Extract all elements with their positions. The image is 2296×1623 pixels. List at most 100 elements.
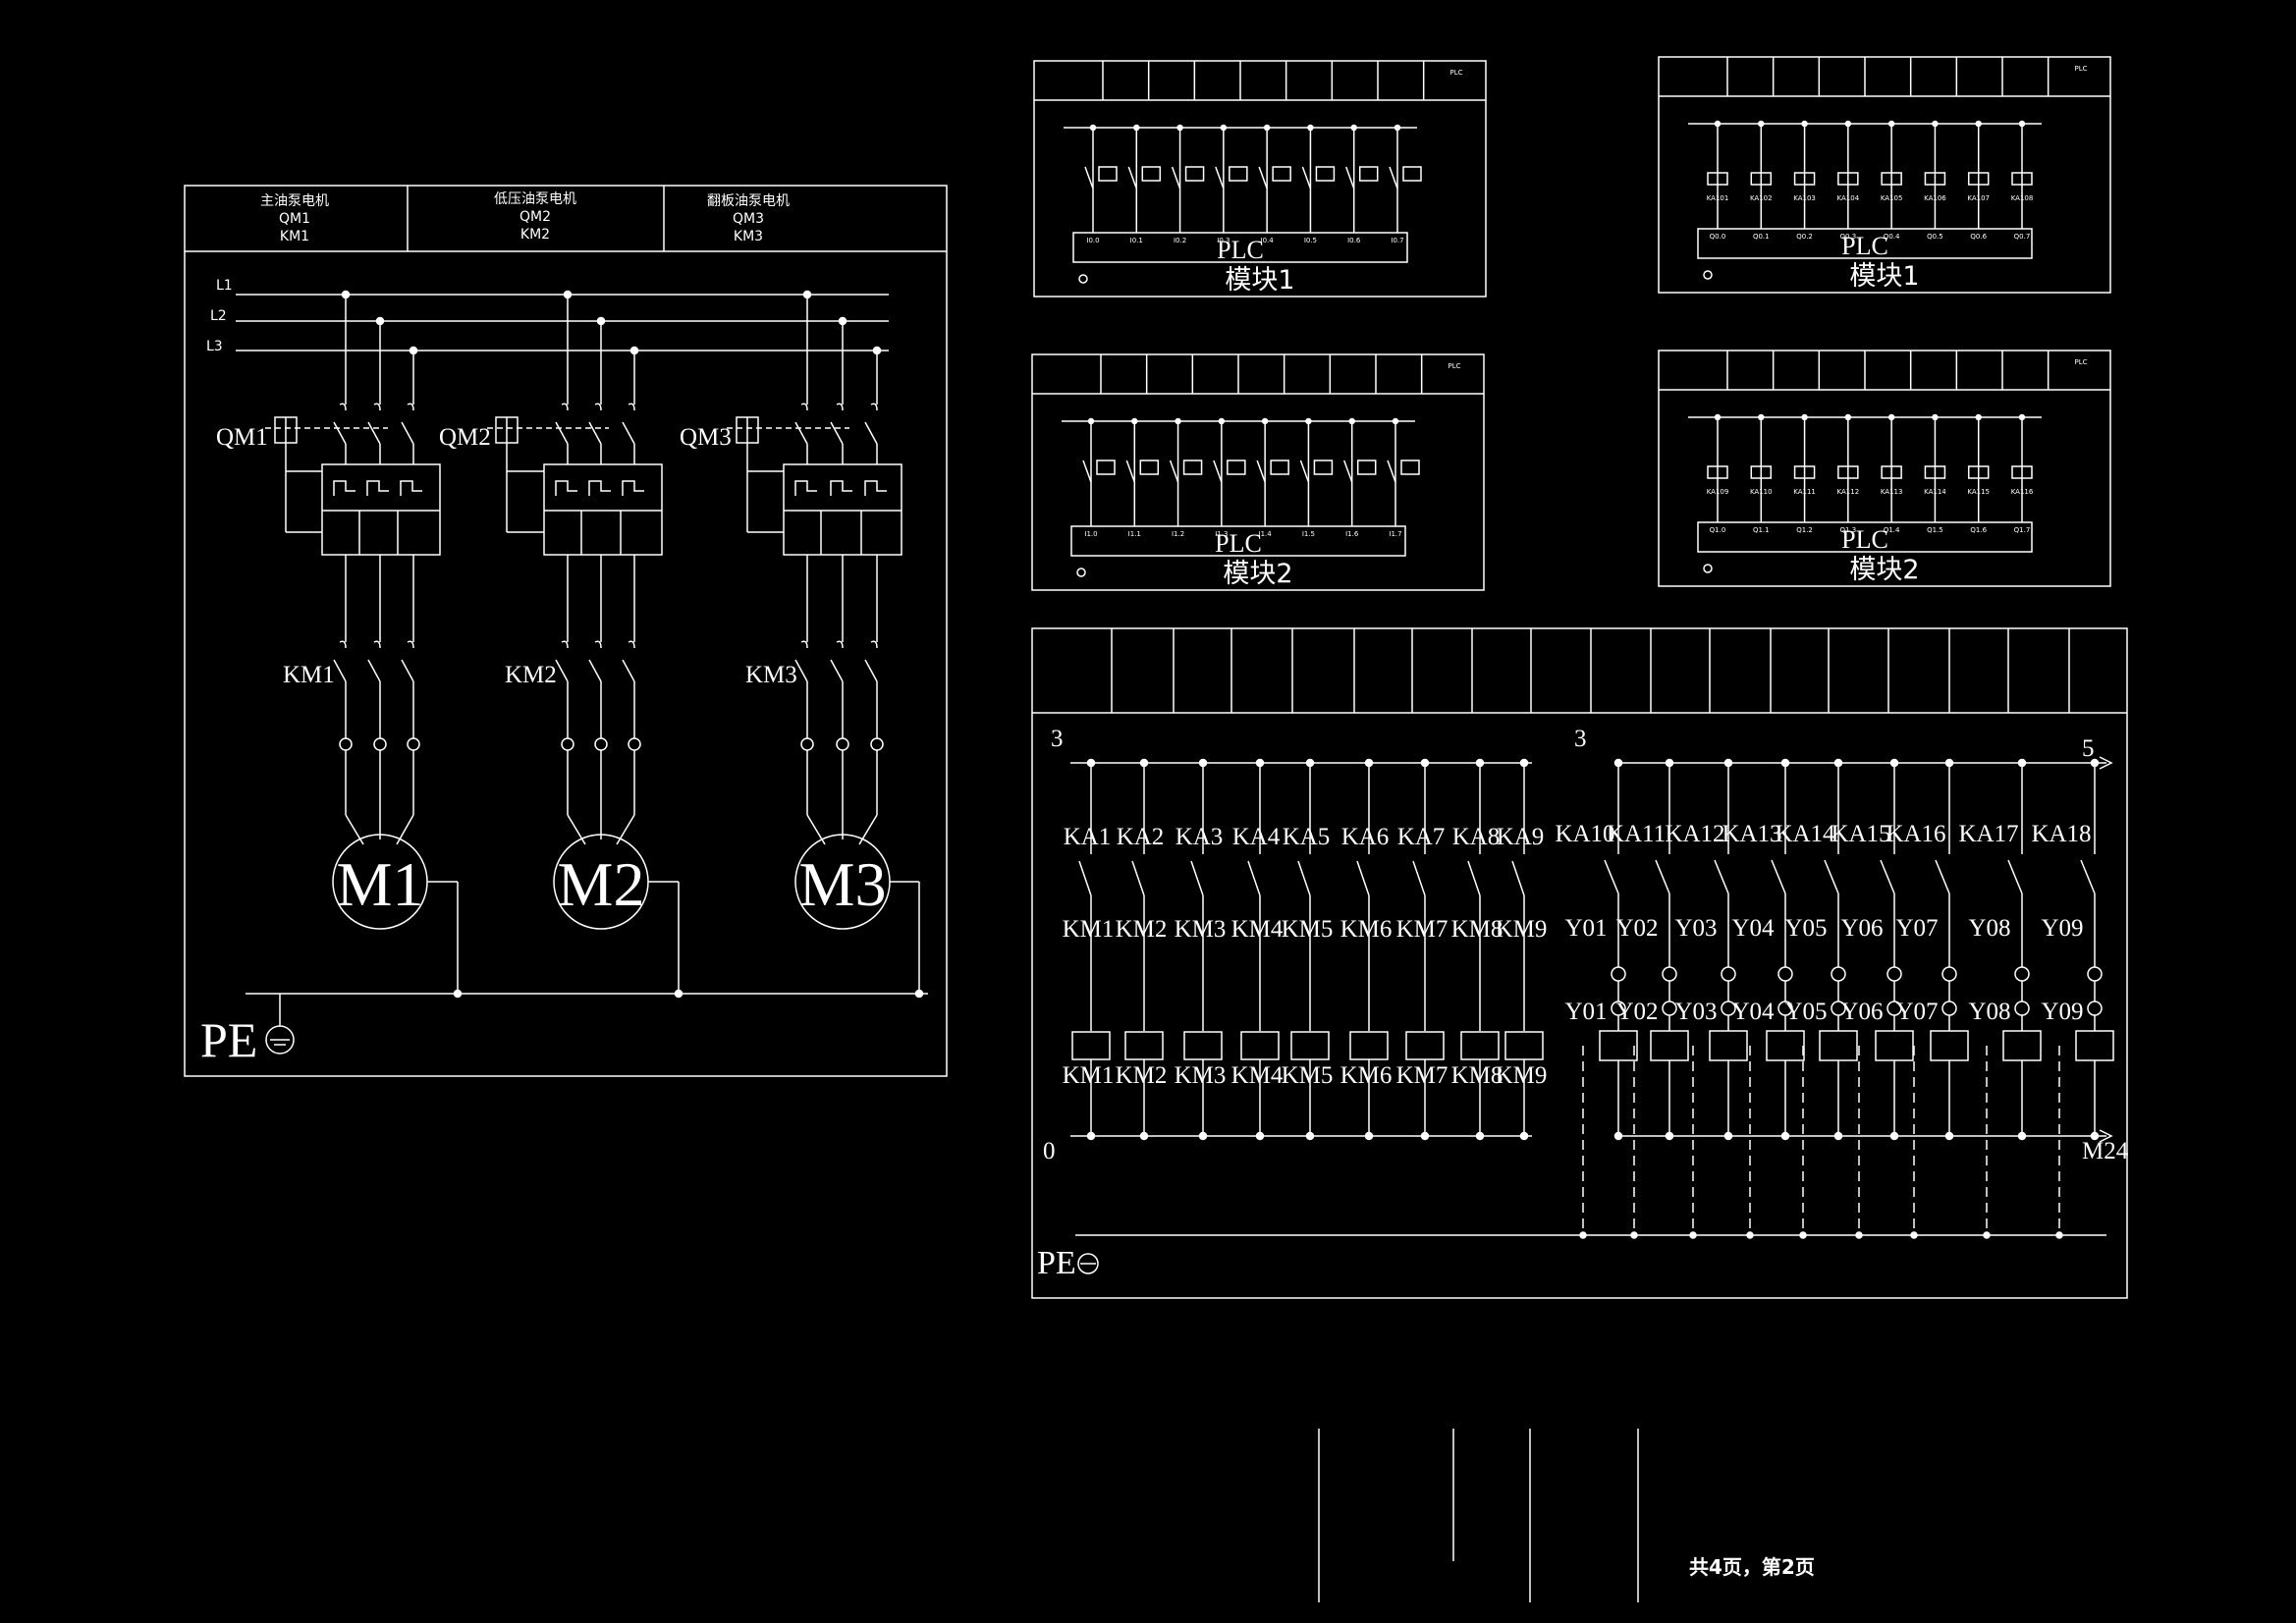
input-contact [1299,460,1310,483]
valve-label-lower-y03: Y03 [1674,999,1717,1025]
input-contact [1169,460,1179,483]
relay-label: KA102 [1750,194,1773,202]
km-coil [1504,1031,1544,1060]
input-contact [1389,166,1398,189]
relay-coil [1707,465,1728,479]
valve-coil [1650,1030,1689,1061]
ka-contact [1824,859,1839,894]
control-panel-frame [1031,627,2128,1299]
sensor-box [1313,460,1334,475]
valve-label-lower-y04: Y04 [1731,999,1775,1025]
neutral-label-m24: M24 [2082,1138,2129,1164]
km-coil [1405,1031,1445,1060]
ka-contact [2007,859,2023,894]
ground-icon [1076,568,1086,577]
coil-label-km2: KM2 [1116,1062,1168,1089]
control-left-rungs: KA1KM1KM1KA2KM2KM2KA3KM3KM3KA4KM4KM4KA5K… [1063,758,1547,1141]
relay-label: KA105 [1881,194,1903,202]
relay-coil [2011,465,2033,479]
relay-label: KA114 [1924,488,1946,496]
indicator-lamp [1777,966,1793,982]
module-frame [1658,56,2111,294]
relay-label: KA103 [1793,194,1816,202]
sensor-box [1139,460,1160,475]
relay-label: KA104 [1837,194,1860,202]
relay-label-ka9: KA9 [1497,824,1545,850]
relay-label: KA108 [2011,194,2034,202]
page-info: 共4页，第2页 [1689,1555,1815,1579]
motor-label-m3: M3 [799,849,887,919]
valve-coil [1599,1030,1638,1061]
valve-label-upper-y09: Y09 [2041,915,2083,942]
port-label: I0.6 [1347,237,1361,244]
motor-panel-header: 主油泵电机 QM1 KM1 低压油泵电机 QM2 KM2 翻板油泵电机 QM3 … [260,191,790,244]
port-label: Q1.4 [1884,526,1900,534]
relay-coil [1837,172,1859,186]
relay-coil [1881,172,1902,186]
relay-label-ka13: KA13 [1722,821,1781,847]
relay-coil [1750,172,1773,186]
indicator-lamp [1662,966,1677,982]
port-label: I1.4 [1259,530,1273,538]
indicator-lamp [2087,966,2103,982]
phase-bus: L1 L2 L3 [206,278,889,354]
input-contact [1258,166,1268,189]
relay-coil [1837,465,1859,479]
header-plc-label: PLC [1448,362,1460,370]
plc-box-label: PLC [1841,232,1888,260]
port-label: I0.2 [1174,237,1186,244]
pe-label-control: PE [1037,1245,1076,1281]
port-label: I0.0 [1086,237,1099,244]
contact-label-km6: KM6 [1340,916,1393,943]
coil-label-km4: KM4 [1231,1062,1284,1089]
valve-label-upper-y05: Y05 [1784,915,1827,942]
port-label: Q0.2 [1796,233,1813,241]
header-title-1: 主油泵电机 [260,193,329,209]
motor-label-m1: M1 [337,849,424,919]
input-contact [1256,460,1266,483]
header-qm-1: QM1 [279,211,310,227]
indicator-lamp [1611,966,1626,982]
header-title-2: 低压油泵电机 [494,191,576,207]
relay-label-ka8: KA8 [1452,824,1501,850]
sensor-box [1315,166,1336,182]
relay-label: KA111 [1793,488,1816,496]
indicator-lamp [1941,966,1957,982]
valve-label-lower-y08: Y08 [1968,999,2010,1025]
module-caption: 模块2 [1223,559,1292,589]
sensor-box [1272,166,1291,182]
ka-contact [1412,860,1426,896]
relay-label-ka1: KA1 [1064,824,1112,850]
indicator-lamp [1941,1001,1957,1016]
sensor-box [1402,166,1422,182]
port-label: I0.7 [1391,237,1403,244]
valve-coil [1930,1030,1969,1061]
coil-label-km8: KM8 [1451,1062,1503,1089]
relay-label: KA112 [1837,488,1860,496]
sensor-box [1270,460,1289,475]
plc-box [1072,232,1408,263]
header-km-3: KM3 [734,229,763,244]
relay-coil [1793,465,1816,479]
relay-label: KA110 [1750,488,1773,496]
port-label: Q0.3 [1840,233,1857,241]
control-circuit-panel: KA1KM1KM1KA2KM2KM2KA3KM3KM3KA4KM4KM4KA5K… [1031,627,2129,1299]
valve-coil [1875,1030,1914,1061]
ka-contact [1771,859,1786,894]
relay-label: KA113 [1881,488,1903,496]
sensor-box [1400,460,1420,475]
port-label: I0.3 [1217,237,1230,244]
valve-label-upper-y03: Y03 [1674,915,1717,942]
ka-contact [1356,860,1370,896]
phase-label-l3: L3 [206,339,223,354]
input-contact [1084,166,1094,189]
valve-coil [2002,1030,2042,1061]
valve-coil [2075,1030,2114,1061]
sensor-box [1184,166,1205,182]
relay-coil [1924,172,1946,186]
valve-label-upper-y06: Y06 [1840,915,1883,942]
control-right-rungs: KA10Y01Y01KA11Y02Y02KA12Y03Y03KA13Y04Y04… [1555,758,2114,1239]
input-contact [1345,166,1355,189]
ka-contact [1714,859,1729,894]
